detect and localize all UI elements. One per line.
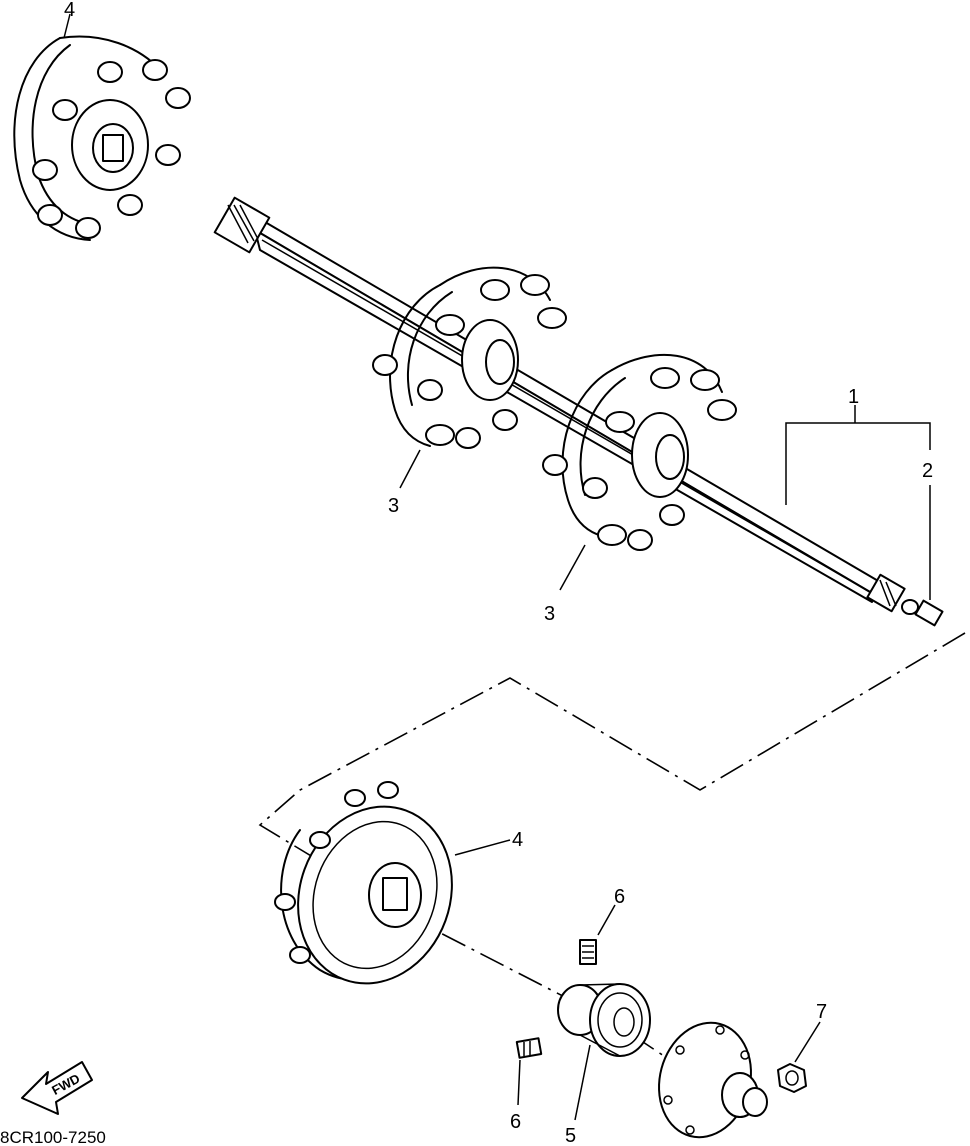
diagram-code: 8CR100-7250	[0, 1128, 106, 1146]
sprocket-inner-b	[542, 353, 737, 591]
callout-6-upper: 6	[614, 886, 625, 908]
callout-bracket-1-2	[785, 405, 931, 505]
sprocket-outer-right	[274, 781, 511, 985]
sprocket-teeth	[32, 59, 191, 239]
sprocket-teeth	[274, 781, 399, 964]
sprocket-outer-left	[13, 13, 191, 241]
callout-4-upper: 4	[64, 0, 75, 21]
callout-1: 1	[848, 386, 859, 408]
callout-4-lower: 4	[512, 829, 523, 851]
sprocket-inner-a	[372, 266, 567, 489]
fwd-arrow: FWD	[21, 1061, 93, 1115]
callout-6-lower: 6	[510, 1111, 521, 1133]
callout-3-lower: 3	[544, 603, 555, 625]
callout-2: 2	[922, 460, 933, 482]
drive-shaft	[213, 196, 906, 613]
shaft-plug	[901, 485, 944, 627]
bearing	[557, 983, 651, 1121]
callout-7: 7	[816, 1001, 827, 1023]
callout-5: 5	[565, 1125, 576, 1146]
flange-hub	[658, 1021, 768, 1139]
callout-3-upper: 3	[388, 495, 399, 517]
nut	[777, 1021, 821, 1093]
set-screw-bottom	[515, 1037, 543, 1106]
set-screw-top	[579, 904, 616, 965]
